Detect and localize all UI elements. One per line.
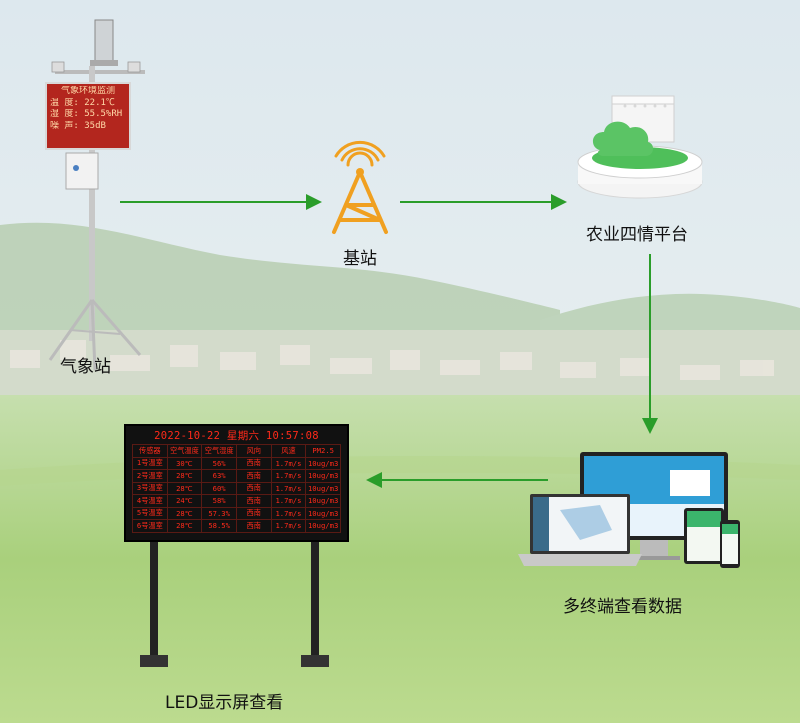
led-cell: 4号温室 — [132, 494, 168, 508]
led-cell: 西南 — [235, 456, 272, 470]
led-cell: 28℃ — [166, 469, 203, 483]
led-cell: 28℃ — [166, 481, 203, 495]
led-cell: 57.3% — [201, 506, 237, 520]
table-row: 1号温室 30℃ 56% 西南 1.7m/s 10ug/m3 — [132, 456, 341, 470]
station-sign-line: 湿 度: 55.5%RH — [50, 109, 123, 119]
led-cell: 24℃ — [166, 494, 203, 508]
led-cell: 5号温室 — [132, 506, 168, 520]
led-cell: 1号温室 — [132, 456, 168, 470]
led-cell: 1.7m/s — [270, 481, 307, 495]
table-row: 5号温室 28℃ 57.3% 西南 1.7m/s 10ug/m3 — [132, 506, 341, 520]
led-header-datetime: 2022-10-22 星期六 10:57:08 — [154, 430, 319, 442]
led-cell: 6号温室 — [132, 519, 168, 533]
weather-station-label: 气象站 — [60, 357, 111, 377]
led-display-label: LED显示屏查看 — [165, 693, 284, 713]
led-cell: 1.7m/s — [270, 456, 307, 470]
led-col-header: 空气湿度 — [201, 444, 237, 458]
led-data-table: 传感器 空气温度 空气湿度 风向 风速 PM2.5 1号温室 30℃ 56% 西… — [132, 444, 341, 533]
led-cell: 1.7m/s — [270, 506, 307, 520]
led-cell: 西南 — [235, 519, 272, 533]
table-row: 3号温室 28℃ 60% 西南 1.7m/s 10ug/m3 — [132, 481, 341, 495]
led-cell: 1.7m/s — [270, 519, 307, 533]
led-cell: 10ug/m3 — [305, 456, 341, 470]
led-cell: 30℃ — [166, 456, 203, 470]
led-cell: 10ug/m3 — [305, 506, 341, 520]
led-cell: 10ug/m3 — [305, 469, 341, 483]
led-col-header: 传感器 — [132, 444, 168, 458]
led-table-header-row: 传感器 空气温度 空气湿度 风向 风速 PM2.5 — [132, 444, 341, 458]
led-col-header: PM2.5 — [305, 444, 341, 458]
station-sign-title: 气象环境监测 — [60, 86, 115, 96]
led-col-header: 空气温度 — [166, 444, 203, 458]
led-cell: 56% — [201, 456, 237, 470]
station-sign-line: 噪 声: 35dB — [50, 120, 106, 131]
led-cell: 10ug/m3 — [305, 481, 341, 495]
led-cell: 西南 — [235, 481, 272, 495]
table-row: 2号温室 28℃ 63% 西南 1.7m/s 10ug/m3 — [132, 469, 341, 483]
multi-terminal-label: 多终端查看数据 — [563, 597, 682, 617]
led-cell: 28℃ — [166, 519, 203, 533]
led-cell: 60% — [201, 481, 237, 495]
weather-station-display: 气象环境监测 温 度: 22.1℃ 湿 度: 55.5%RH 噪 声: 35dB — [45, 82, 131, 150]
led-cell: 63% — [201, 469, 237, 483]
led-cell: 西南 — [235, 494, 272, 508]
led-cell: 西南 — [235, 469, 272, 483]
station-sign-line: 温 度: 22.1℃ — [50, 97, 115, 108]
platform-label: 农业四情平台 — [586, 225, 688, 245]
led-display-board: 2022-10-22 星期六 10:57:08 传感器 空气温度 空气湿度 风向… — [124, 424, 349, 542]
led-cell: 2号温室 — [132, 469, 168, 483]
led-cell: 3号温室 — [132, 481, 168, 495]
led-col-header: 风向 — [235, 444, 272, 458]
led-cell: 10ug/m3 — [305, 519, 341, 533]
led-cell: 1.7m/s — [270, 469, 307, 483]
table-row: 4号温室 24℃ 58% 西南 1.7m/s 10ug/m3 — [132, 494, 341, 508]
led-cell: 西南 — [235, 506, 272, 520]
led-cell: 58.5% — [201, 519, 237, 533]
led-cell: 1.7m/s — [270, 494, 307, 508]
led-cell: 10ug/m3 — [305, 494, 341, 508]
table-row: 6号温室 28℃ 58.5% 西南 1.7m/s 10ug/m3 — [132, 519, 341, 533]
led-cell: 28℃ — [166, 506, 203, 520]
led-cell: 58% — [201, 494, 237, 508]
led-col-header: 风速 — [270, 444, 307, 458]
base-station-label: 基站 — [343, 249, 377, 269]
